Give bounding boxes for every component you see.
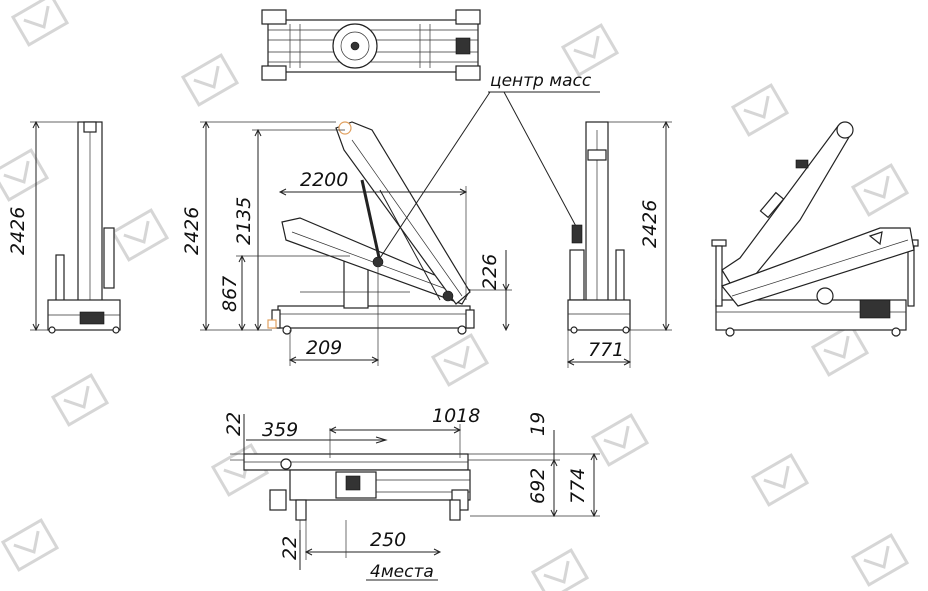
front-side-view bbox=[200, 120, 512, 366]
center-of-mass-label: центр масс bbox=[490, 71, 592, 91]
dim-bottom-view-22-bottom: 22 bbox=[279, 536, 301, 560]
dim-bottom-view-774: 774 bbox=[567, 468, 589, 504]
dim-rear-view-height: 2426 bbox=[639, 200, 661, 248]
dim-left-view-height: 2426 bbox=[7, 207, 29, 255]
right-perspective-view bbox=[711, 121, 919, 337]
dim-front-view-2200: 2200 bbox=[300, 169, 348, 191]
dim-front-view-226: 226 bbox=[479, 254, 501, 290]
dim-bottom-view-250: 250 bbox=[370, 529, 406, 551]
dim-bottom-view-22-top: 22 bbox=[223, 412, 245, 436]
dim-bottom-view-359: 359 bbox=[262, 419, 298, 441]
dim-rear-view-771: 771 bbox=[588, 339, 624, 361]
dim-front-view-2135: 2135 bbox=[233, 197, 255, 245]
top-view bbox=[261, 9, 481, 81]
dim-bottom-view-692: 692 bbox=[527, 468, 549, 504]
bottom-view bbox=[230, 414, 600, 570]
dim-bottom-view-1018: 1018 bbox=[432, 405, 480, 427]
rear-view bbox=[566, 120, 672, 368]
center-of-mass-leader bbox=[379, 91, 600, 259]
dim-front-view-height: 2426 bbox=[181, 207, 203, 255]
four-places-label: 4места bbox=[370, 562, 434, 582]
dim-bottom-view-19: 19 bbox=[527, 412, 549, 436]
dim-front-view-209: 209 bbox=[306, 337, 342, 359]
left-side-view bbox=[30, 120, 121, 334]
dim-front-view-867: 867 bbox=[219, 276, 241, 312]
